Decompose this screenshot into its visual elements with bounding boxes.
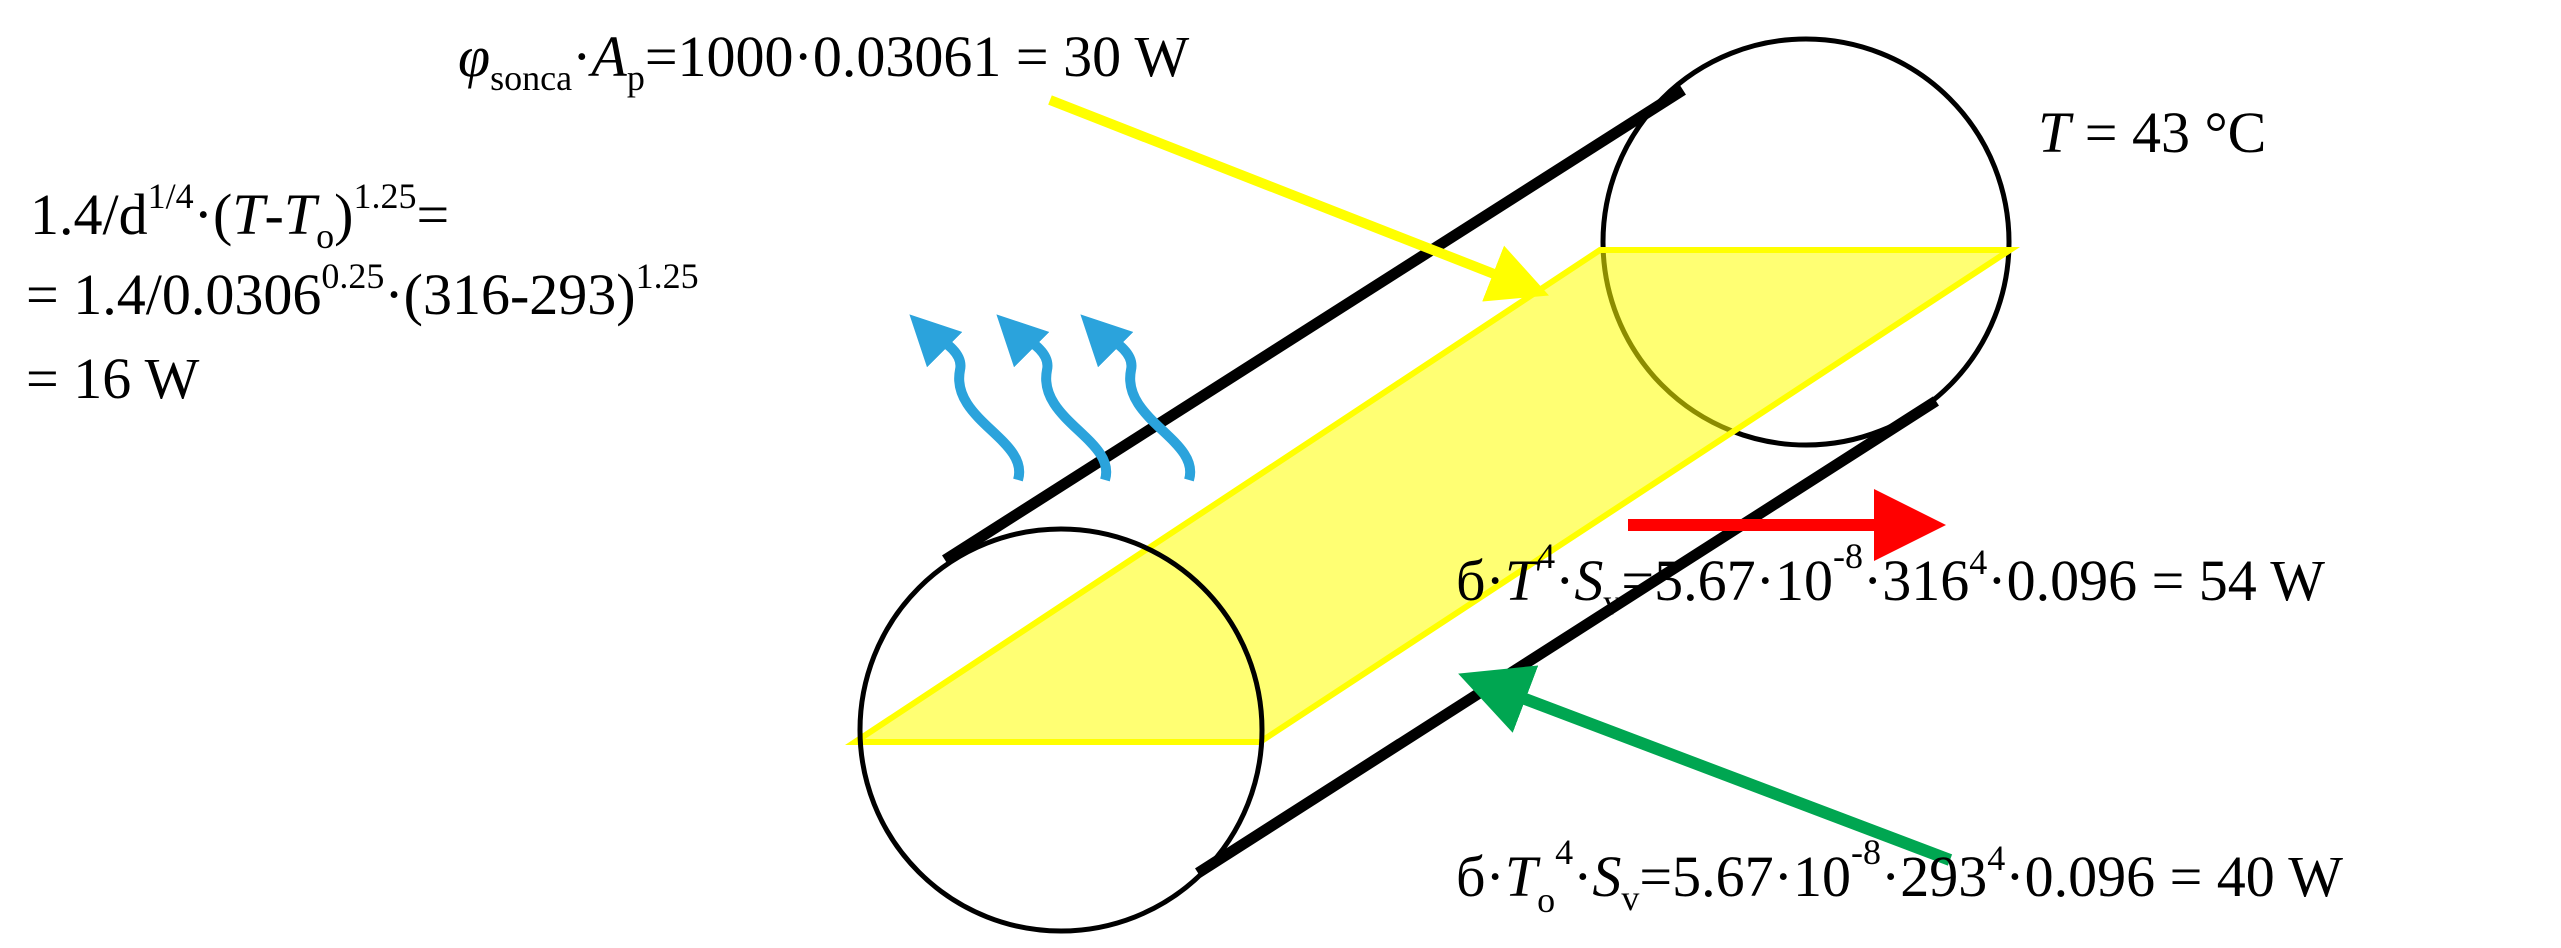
absorption-formula-label: б·To4·Sv=5.67·10-8·2934·0.096 = 40 W	[1456, 834, 2343, 918]
conv-l1-dash: -	[264, 182, 284, 247]
abs-a: =5.67·10	[1639, 844, 1851, 909]
emis-a: =5.67·10	[1621, 548, 1833, 613]
temperature-value: = 43 °C	[2070, 100, 2267, 165]
wavy-up-arrow-icon	[996, 314, 1112, 482]
abs-b: ·293	[1880, 844, 1988, 909]
conv-l1-c: )	[334, 182, 354, 247]
temperature-label: T = 43 °C	[2038, 104, 2266, 162]
conv-l1-a: 1.4/d	[30, 182, 148, 247]
emis-T: T	[1504, 548, 1538, 613]
wavy-up-arrow-icon	[1080, 314, 1196, 482]
abs-dot: ·	[1573, 844, 1593, 909]
abs-b-exp: 4	[1987, 838, 2006, 878]
conv-l1-exp: 1.25	[353, 176, 417, 216]
convection-formula-line-1: 1.4/d1/4·(T-To)1.25=	[30, 178, 449, 254]
area-subscript: p	[626, 58, 645, 98]
tube-far-end-circle	[1600, 36, 2012, 448]
emission-formula-label: б·T4·Sv=5.67·10-8·3164·0.096 = 54 W	[1456, 538, 2325, 620]
solar-projected-area	[855, 250, 2010, 742]
emis-exp: -8	[1832, 536, 1863, 576]
solar-input-label: φsonca·Ap=1000·0.03061 = 30 W	[458, 28, 1189, 97]
abs-S: S	[1592, 844, 1622, 909]
abs-c: ·0.096 = 40 W	[2005, 844, 2344, 909]
abs-S-sub: v	[1621, 878, 1640, 918]
wavy-up-arrow-icon	[909, 314, 1025, 482]
conv-l1-T: T	[232, 182, 265, 247]
solar-radiation-arrow	[1048, 95, 1549, 302]
abs-T-sub: o	[1537, 880, 1556, 920]
convection-formula-line-2: = 1.4/0.03060.25·(316-293)1.25	[26, 258, 699, 324]
emis-T-exp: 4	[1537, 536, 1556, 576]
phi-subscript: sonca	[490, 58, 573, 98]
emis-c: ·0.096 = 54 W	[1987, 548, 2326, 613]
conv-l2-exp: 1.25	[635, 256, 699, 296]
conv-l2-sup: 0.25	[321, 256, 385, 296]
abs-exp: -8	[1850, 832, 1881, 872]
tube-lower-edge	[1195, 396, 1939, 878]
abs-T: T	[1504, 844, 1538, 909]
dot-operator: ·	[572, 24, 592, 89]
area-symbol: A	[591, 24, 627, 89]
solar-projected-area-outline	[845, 247, 2021, 745]
conv-l2-b: ·(316-293)	[384, 262, 636, 327]
solar-value: =1000·0.03061 = 30 W	[644, 24, 1190, 89]
conv-l1-b: ·(	[193, 182, 233, 247]
conv-l1-eq: =	[416, 182, 450, 247]
absorption-arrow	[1458, 665, 1953, 866]
tube-upper-edge	[942, 85, 1686, 565]
conv-l1-To-sub: o	[316, 216, 335, 256]
abs-T-exp: 4	[1555, 832, 1574, 872]
conv-l3: = 16 W	[26, 346, 200, 411]
conv-l2-a: = 1.4/0.0306	[26, 262, 322, 327]
convection-formula-line-3: = 16 W	[26, 350, 199, 408]
temperature-symbol: T	[2038, 100, 2071, 165]
emis-b-exp: 4	[1969, 542, 1988, 582]
emis-dot: ·	[1555, 548, 1575, 613]
tube-near-end-circle	[857, 526, 1265, 934]
conv-l1-sup: 1/4	[147, 176, 194, 216]
emis-sigma: б·	[1456, 548, 1505, 613]
convection-arrows	[909, 314, 1196, 482]
emis-b: ·316	[1862, 548, 1970, 613]
conv-l1-To: T	[283, 182, 317, 247]
abs-sigma: б·	[1456, 844, 1505, 909]
phi-symbol: φ	[458, 24, 491, 89]
emis-S: S	[1574, 548, 1604, 613]
emis-S-sub: v	[1603, 582, 1622, 622]
